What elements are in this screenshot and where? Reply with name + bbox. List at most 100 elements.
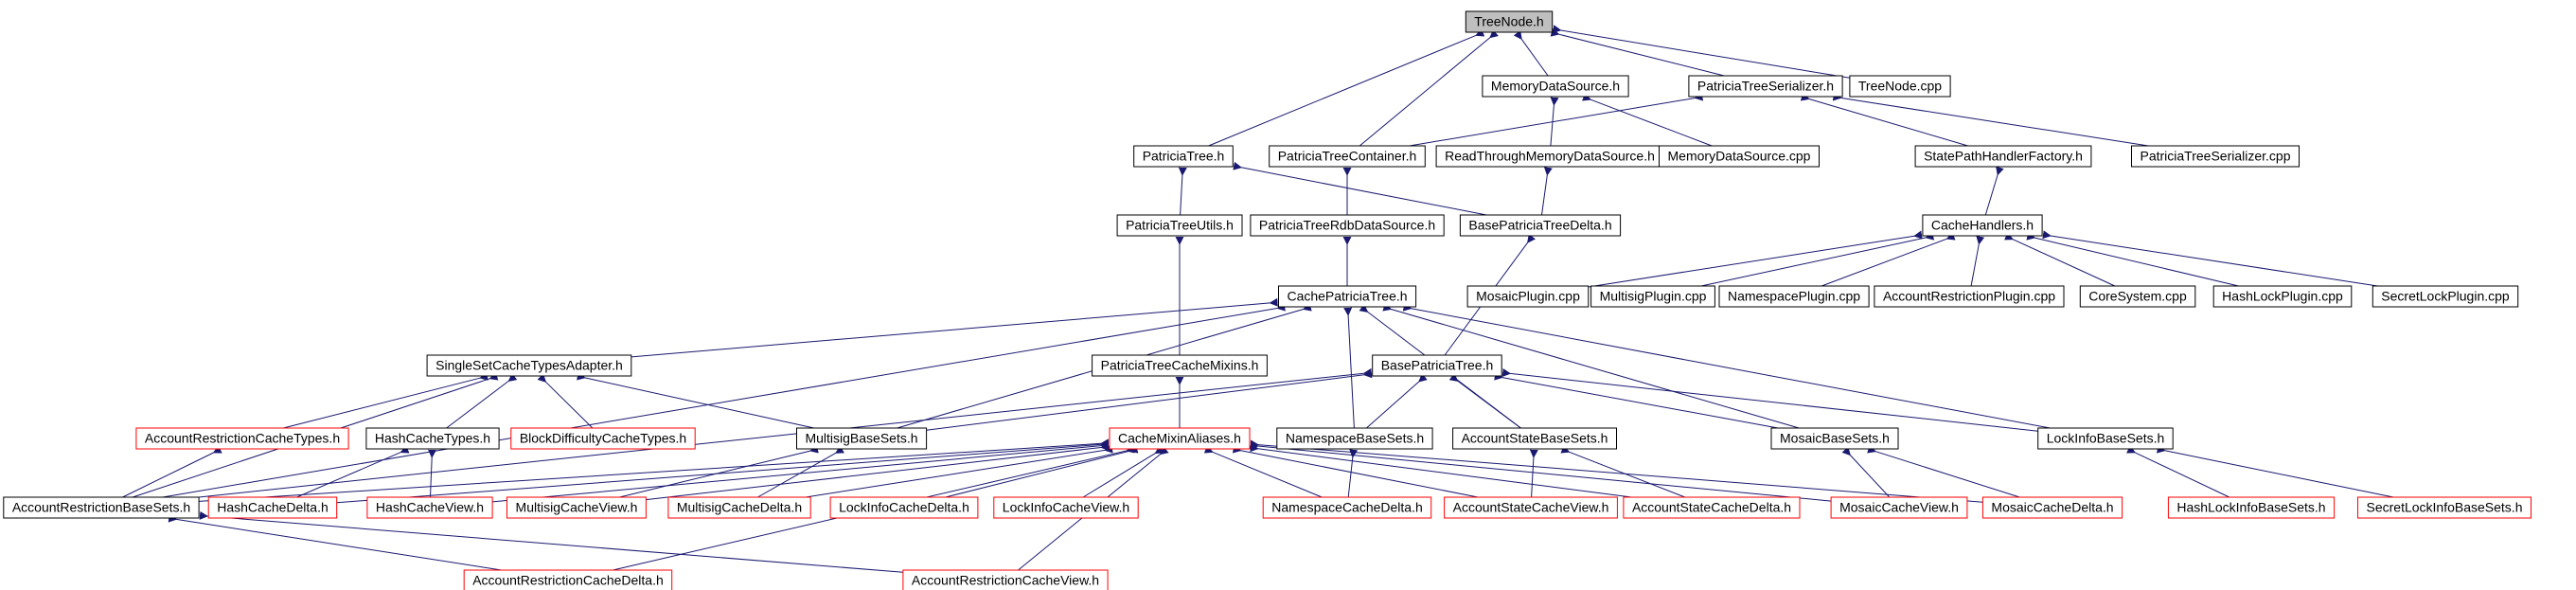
- node-nscd[interactable]: NamespaceCacheDelta.h: [1262, 496, 1432, 519]
- edge-treenode-to-treenodecpp: [1552, 25, 1850, 79]
- node-label: AccountRestrictionBaseSets.h: [12, 500, 190, 515]
- node-box: [366, 496, 493, 519]
- edge-cma-to-mscv: [646, 442, 1110, 501]
- node-box: [135, 427, 349, 450]
- node-box: [993, 496, 1139, 519]
- node-hcd[interactable]: HashCacheDelta.h: [207, 496, 338, 519]
- node-arbs[interactable]: AccountRestrictionBaseSets.h: [3, 496, 200, 519]
- node-cma[interactable]: CacheMixinAliases.h: [1109, 427, 1251, 450]
- node-asbs[interactable]: AccountStateBaseSets.h: [1452, 427, 1617, 450]
- node-memdscpp[interactable]: MemoryDataSource.cpp: [1659, 145, 1820, 168]
- node-mobs[interactable]: MosaicBaseSets.h: [1770, 427, 1899, 450]
- node-arct[interactable]: AccountRestrictionCacheTypes.h: [135, 427, 349, 450]
- node-box: [207, 496, 338, 519]
- node-coresystem[interactable]: CoreSystem.cpp: [2079, 285, 2196, 308]
- node-treenodecpp[interactable]: TreeNode.cpp: [1849, 75, 1951, 98]
- node-pt[interactable]: PatriciaTree.h: [1133, 145, 1234, 168]
- node-licd[interactable]: LockInfoCacheDelta.h: [829, 496, 979, 519]
- node-mocd[interactable]: MosaicCacheDelta.h: [1981, 496, 2123, 519]
- node-ptutils[interactable]: PatriciaTreeUtils.h: [1116, 214, 1243, 237]
- node-box: [829, 496, 979, 519]
- node-label: ReadThroughMemoryDataSource.h: [1445, 149, 1655, 164]
- edge-pts-to-ptc: [1409, 92, 1704, 147]
- node-box: [1874, 285, 2065, 308]
- edge-hct-to-hcv: [428, 449, 437, 498]
- node-box: [506, 496, 647, 519]
- node-label: HashLockInfoBaseSets.h: [2176, 500, 2325, 515]
- node-label: PatriciaTreeRdbDataSource.h: [1259, 218, 1435, 233]
- edge-mobs-to-mocd: [1867, 444, 2020, 498]
- node-bptd[interactable]: BasePatriciaTreeDelta.h: [1459, 214, 1622, 237]
- node-nsbs[interactable]: NamespaceBaseSets.h: [1276, 427, 1433, 450]
- node-box: [1590, 285, 1715, 308]
- node-ptcm[interactable]: PatriciaTreeCacheMixins.h: [1092, 354, 1268, 377]
- node-memds[interactable]: MemoryDataSource.h: [1482, 75, 1629, 98]
- edge-cma-to-licv: [1082, 445, 1164, 498]
- node-hlplugin[interactable]: HashLockPlugin.cpp: [2212, 285, 2353, 308]
- edge-bpt-to-asbs: [1448, 372, 1521, 429]
- node-box: [1482, 75, 1629, 98]
- edge-cachehandlers-to-slplugin: [2042, 230, 2378, 287]
- node-hcv[interactable]: HashCacheView.h: [366, 496, 493, 519]
- edge-mobs-to-mocv: [1841, 446, 1891, 498]
- node-mscd[interactable]: MultisigCacheDelta.h: [667, 496, 811, 519]
- node-box: [463, 569, 673, 590]
- node-box: [1770, 427, 1899, 450]
- node-label: CacheMixinAliases.h: [1118, 431, 1241, 446]
- node-multisigplugin[interactable]: MultisigPlugin.cpp: [1590, 285, 1715, 308]
- node-box: [1116, 214, 1243, 237]
- edge-cpt-to-mobs: [1382, 302, 1800, 429]
- node-slibs[interactable]: SecretLockInfoBaseSets.h: [2357, 496, 2532, 519]
- node-box: [1849, 75, 1951, 98]
- node-cachehandlers[interactable]: CacheHandlers.h: [1922, 214, 2043, 237]
- edge-treenode-to-pt: [1208, 28, 1485, 147]
- node-ascd[interactable]: AccountStateCacheDelta.h: [1623, 496, 1801, 519]
- node-rtmds[interactable]: ReadThroughMemoryDataSource.h: [1435, 145, 1664, 168]
- node-label: MemoryDataSource.h: [1491, 79, 1620, 94]
- node-slplugin[interactable]: SecretLockPlugin.cpp: [2372, 285, 2519, 308]
- node-arplugin[interactable]: AccountRestrictionPlugin.cpp: [1874, 285, 2065, 308]
- edge-bpt-to-mobs: [1494, 371, 1779, 429]
- node-pts[interactable]: PatriciaTreeSerializer.h: [1688, 75, 1843, 98]
- node-bpt[interactable]: BasePatriciaTree.h: [1372, 354, 1502, 377]
- node-ptscpp[interactable]: PatriciaTreeSerializer.cpp: [2131, 145, 2300, 168]
- node-label: MosaicCacheDelta.h: [1991, 500, 2113, 515]
- edge-pt-to-ptutils: [1178, 167, 1187, 216]
- node-arcv[interactable]: AccountRestrictionCacheView.h: [902, 569, 1109, 590]
- node-nsplugin[interactable]: NamespacePlugin.cpp: [1718, 285, 1870, 308]
- node-label: HashLockPlugin.cpp: [2222, 289, 2343, 304]
- node-box: [1092, 354, 1268, 377]
- node-box: [426, 354, 632, 377]
- edge-cma-to-hcv: [492, 440, 1110, 503]
- node-mscv[interactable]: MultisigCacheView.h: [506, 496, 647, 519]
- node-label: SecretLockPlugin.cpp: [2381, 289, 2510, 304]
- node-hlibs[interactable]: HashLockInfoBaseSets.h: [2167, 496, 2336, 519]
- node-hct[interactable]: HashCacheTypes.h: [365, 427, 500, 450]
- node-cpt[interactable]: CachePatriciaTree.h: [1278, 285, 1417, 308]
- edge-asbs-to-ascd: [1560, 445, 1685, 498]
- node-libs[interactable]: LockInfoBaseSets.h: [2037, 427, 2174, 450]
- node-licv[interactable]: LockInfoCacheView.h: [993, 496, 1139, 519]
- node-sphf[interactable]: StatePathHandlerFactory.h: [1914, 145, 2092, 168]
- node-arcd[interactable]: AccountRestrictionCacheDelta.h: [463, 569, 673, 590]
- node-label: AccountRestrictionCacheDelta.h: [472, 573, 664, 588]
- edge-bpt-to-libs: [1501, 368, 2038, 432]
- node-sscta[interactable]: SingleSetCacheTypesAdapter.h: [426, 354, 632, 377]
- edge-cachehandlers-to-arplugin: [1970, 236, 1985, 287]
- node-ascv[interactable]: AccountStateCacheView.h: [1444, 496, 1618, 519]
- node-msbs[interactable]: MultisigBaseSets.h: [796, 427, 928, 450]
- node-mocv[interactable]: MosaicCacheView.h: [1830, 496, 1968, 519]
- node-treenode[interactable]: TreeNode.h: [1465, 10, 1554, 33]
- edge-cpt-to-nsbs: [1343, 307, 1355, 429]
- node-ptrdb[interactable]: PatriciaTreeRdbDataSource.h: [1250, 214, 1445, 237]
- edge-treenode-to-pts: [1550, 27, 1725, 77]
- node-box: [1830, 496, 1968, 519]
- edge-sscta-to-msbs: [577, 371, 815, 429]
- node-bdct[interactable]: BlockDifficultyCacheTypes.h: [510, 427, 696, 450]
- node-mosaicplugin[interactable]: MosaicPlugin.cpp: [1466, 285, 1590, 308]
- node-label: MultisigPlugin.cpp: [1600, 289, 1707, 304]
- edge-memds-to-rtmds: [1550, 97, 1559, 147]
- node-ptc[interactable]: PatriciaTreeContainer.h: [1269, 145, 1426, 168]
- edge-cma-to-licd: [945, 444, 1139, 498]
